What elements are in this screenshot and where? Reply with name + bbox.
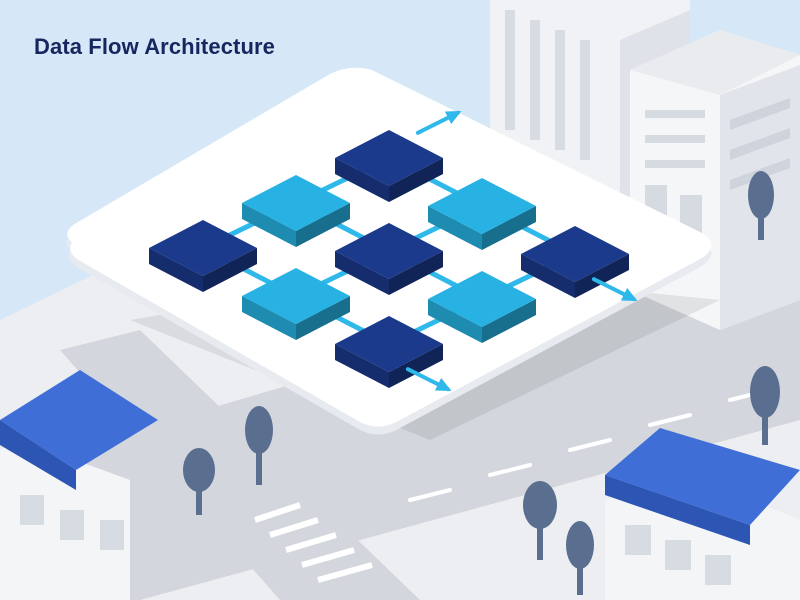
node-layer — [149, 130, 629, 388]
node-top — [242, 175, 350, 231]
node-side-left — [428, 299, 482, 343]
flow-node-n7 — [335, 316, 443, 388]
node-side-left — [149, 248, 203, 292]
flow-node-n2 — [242, 175, 350, 247]
node-side-left — [335, 158, 389, 202]
node-side-left — [335, 251, 389, 295]
house-icon — [0, 370, 158, 600]
node-side-left — [242, 203, 296, 247]
flow-node-n3 — [335, 130, 443, 202]
node-side-right — [389, 344, 443, 388]
tree-icon — [748, 171, 774, 240]
node-side-right — [389, 251, 443, 295]
tree-icon — [183, 448, 215, 515]
arrow-icon — [405, 367, 452, 392]
tree-icon — [523, 481, 557, 560]
flow-node-n5 — [335, 223, 443, 295]
node-top — [242, 268, 350, 324]
flow-node-n4 — [242, 268, 350, 340]
flow-node-n1 — [149, 220, 257, 292]
arrow-icon — [591, 277, 638, 302]
node-top — [521, 226, 629, 282]
node-side-right — [575, 254, 629, 298]
node-top — [335, 223, 443, 279]
node-top — [149, 220, 257, 276]
arrow-icon — [415, 110, 462, 135]
node-side-left — [335, 344, 389, 388]
node-side-right — [203, 248, 257, 292]
node-side-right — [482, 206, 536, 250]
tree-icon — [245, 406, 273, 485]
node-side-left — [428, 206, 482, 250]
tree-icon — [750, 366, 780, 445]
node-side-right — [296, 296, 350, 340]
node-top — [335, 130, 443, 186]
flow-node-n6 — [428, 178, 536, 250]
node-side-left — [242, 296, 296, 340]
flow-node-n9 — [521, 226, 629, 298]
arrow-layer — [405, 110, 638, 392]
crosswalk — [254, 502, 373, 583]
house-icon — [605, 428, 800, 600]
node-side-right — [389, 158, 443, 202]
node-top — [428, 178, 536, 234]
node-top — [428, 271, 536, 327]
node-side-right — [296, 203, 350, 247]
node-side-right — [482, 299, 536, 343]
node-top — [335, 316, 443, 372]
diagram-title: Data Flow Architecture — [34, 34, 275, 59]
road-side — [60, 330, 420, 600]
node-side-left — [521, 254, 575, 298]
tree-icon — [566, 521, 594, 595]
flow-node-n8 — [428, 271, 536, 343]
